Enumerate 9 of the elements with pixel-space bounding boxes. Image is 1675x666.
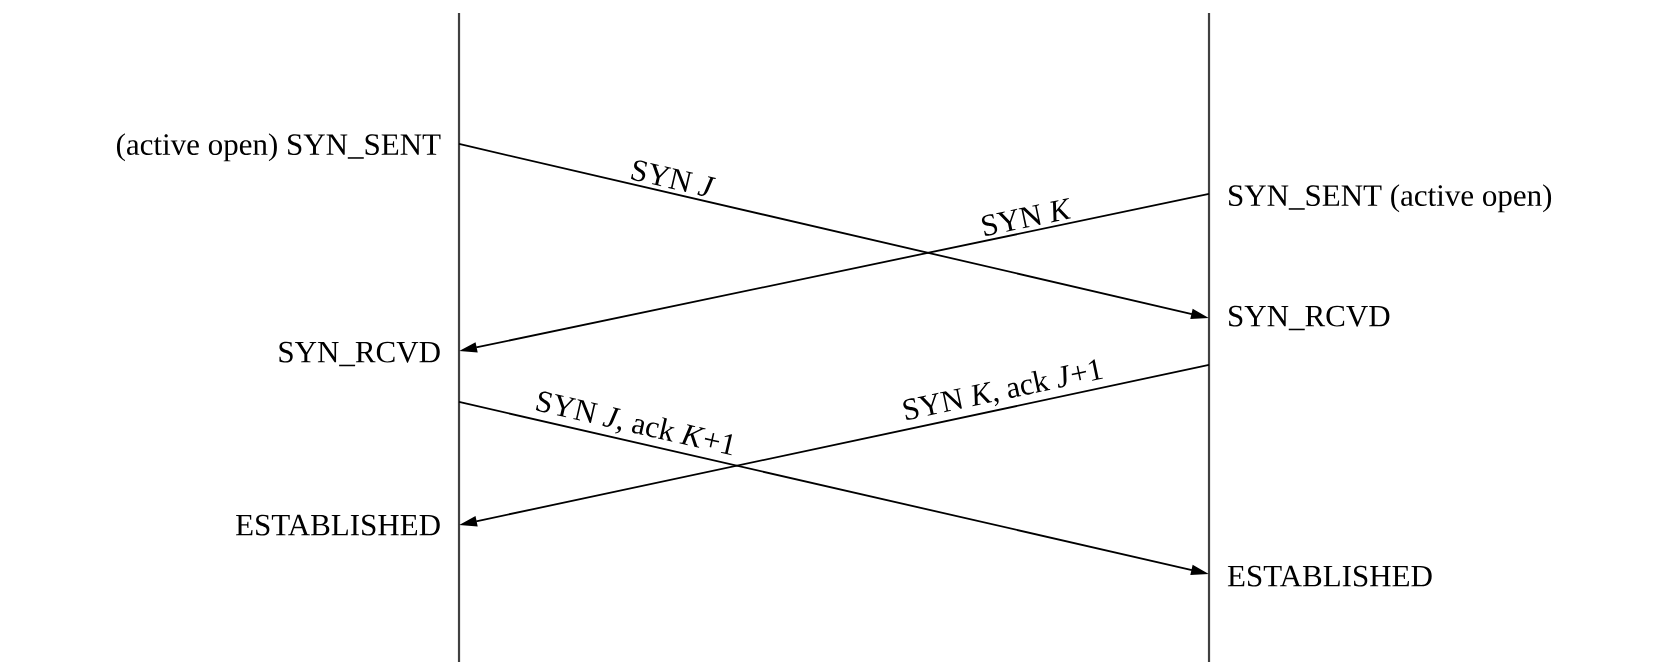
state-label: (active open) SYN_SENT bbox=[116, 133, 441, 162]
state-label: SYN_RCVD bbox=[1229, 305, 1390, 331]
state-label: ESTABLISHED bbox=[1227, 565, 1432, 587]
edge-label: SYN J bbox=[627, 157, 718, 200]
edge-label: SYN K, ack J+1 bbox=[898, 355, 1107, 427]
state-label: SYN_RCVD bbox=[279, 341, 440, 367]
state-label: ESTABLISHED bbox=[236, 514, 440, 536]
edge-label: SYN K bbox=[977, 196, 1075, 239]
state-label: SYN_SENT (active open) bbox=[1229, 184, 1552, 213]
